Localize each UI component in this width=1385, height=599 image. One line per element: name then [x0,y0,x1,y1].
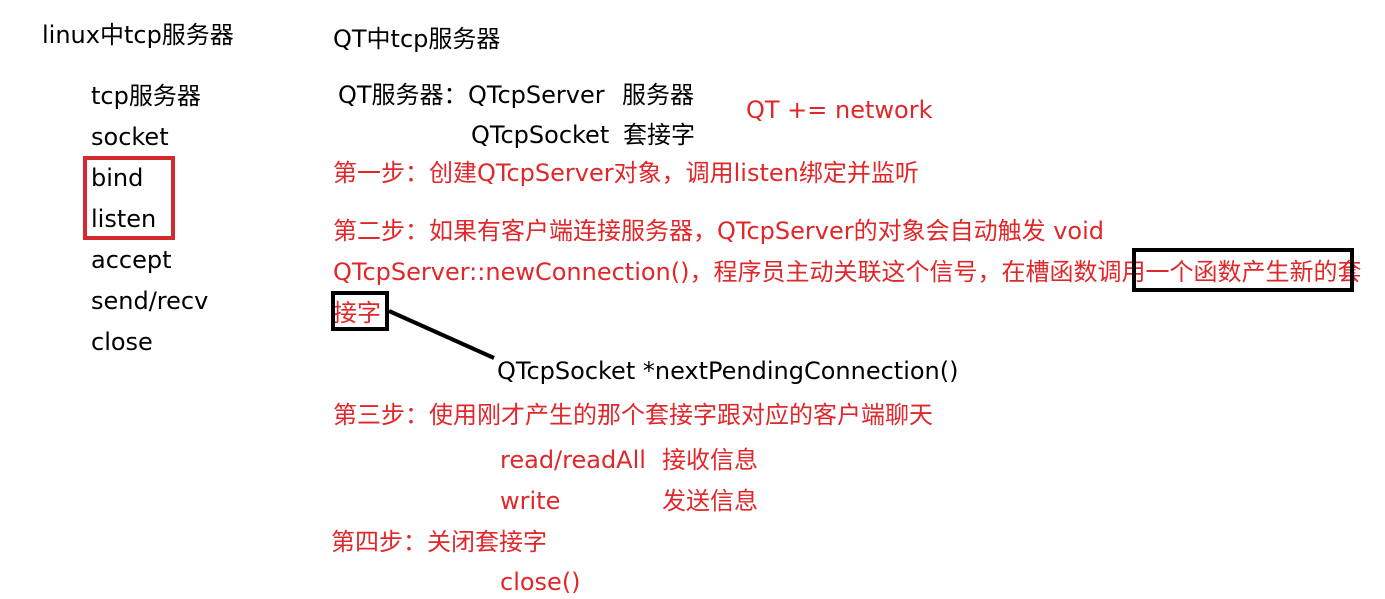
step-1: 第一步：创建QTcpServer对象，调用listen绑定并监听 [333,159,919,187]
qt-heading: QT中tcp服务器 [333,25,501,53]
new-socket-highlight-box [1132,248,1354,292]
linux-item-send-recv: send/recv [91,287,209,315]
step-2-line-2: QTcpServer::newConnection()，程序员主动关联这个信号，… [333,257,1361,287]
qt-network-config: QT += network [746,96,933,124]
qt-server-class: QTcpServer [468,81,605,109]
connector-stroke [388,309,495,360]
qt-socket-class: QTcpSocket [471,121,610,149]
linux-item-listen: listen [91,205,157,233]
step-2-highlighted-text: 一个函数产生新的套 [1145,258,1362,286]
write-func: write [500,487,561,515]
close-func: close() [500,568,581,596]
read-func: read/readAll [500,446,646,474]
qt-socket-desc: 套接字 [623,121,695,149]
linux-item-bind: bind [91,164,144,192]
qt-server-label: QT服务器： [338,81,468,109]
bind-listen-highlight-box [83,156,175,240]
linux-item-tcp-server: tcp服务器 [91,82,201,110]
step-3: 第三步：使用刚才产生的那个套接字跟对应的客户端聊天 [333,401,933,429]
read-desc: 接收信息 [662,446,758,474]
step-2-line-2-text: QTcpServer::newConnection()，程序员主动关联这个信号，… [333,258,1146,286]
linux-item-socket: socket [91,123,169,151]
linux-heading: linux中tcp服务器 [42,21,234,49]
linux-item-accept: accept [91,246,172,274]
next-pending-connection-func: QTcpSocket *nextPendingConnection() [497,357,959,385]
step-2-line-1: 第二步：如果有客户端连接服务器，QTcpServer的对象会自动触发 void [333,217,1105,245]
write-desc: 发送信息 [662,487,758,515]
step-4: 第四步：关闭套接字 [331,528,547,556]
linux-item-close: close [91,328,153,356]
step-2-line-3: 接字 [333,299,381,327]
socket-word-highlight-box [331,291,389,331]
qt-server-desc: 服务器 [622,81,694,109]
